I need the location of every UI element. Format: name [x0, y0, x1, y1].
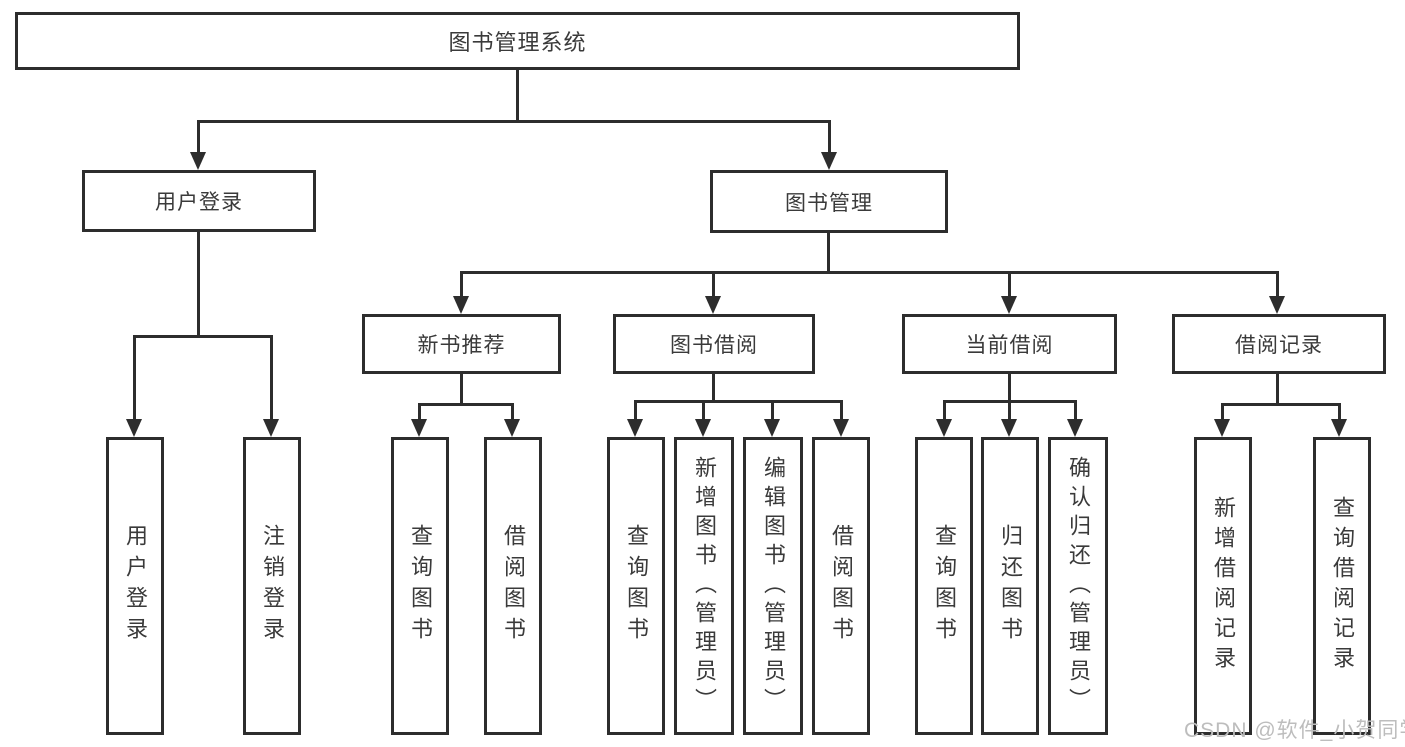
arrow-down-icon — [190, 152, 206, 170]
leaf-add-book-admin: 新增图书（管理员） — [674, 437, 734, 735]
node-current-borrow: 当前借阅 — [902, 314, 1117, 374]
node-user-login: 用户登录 — [82, 170, 316, 232]
connector-vline — [943, 400, 946, 421]
leaf-add-book-admin-label: 新增图书（管理员） — [692, 455, 717, 717]
arrow-down-icon — [833, 419, 849, 437]
connector-hline — [197, 120, 831, 123]
leaf-borrow-books-recommend-label: 借阅图书 — [501, 524, 526, 648]
connector-vline — [197, 232, 200, 337]
arrow-down-icon — [1269, 296, 1285, 314]
connector-vline — [460, 374, 463, 405]
connector-vline — [1008, 271, 1011, 298]
connector-vline — [460, 271, 463, 298]
arrow-down-icon — [1067, 419, 1083, 437]
leaf-query-books-recommend: 查询图书 — [391, 437, 449, 735]
connector-hline — [634, 400, 843, 403]
leaf-logout-label: 注销登录 — [260, 524, 285, 648]
arrow-down-icon — [126, 419, 142, 437]
connector-vline — [1221, 403, 1224, 421]
leaf-query-books-recommend-label: 查询图书 — [408, 524, 433, 648]
connector-vline — [712, 374, 715, 403]
leaf-query-books-borrow: 查询图书 — [607, 437, 665, 735]
node-book-borrow: 图书借阅 — [613, 314, 815, 374]
arrow-down-icon — [764, 419, 780, 437]
leaf-borrow-books: 借阅图书 — [812, 437, 870, 735]
connector-hline — [418, 403, 514, 406]
arrow-down-icon — [695, 419, 711, 437]
leaf-add-borrow-record: 新增借阅记录 — [1194, 437, 1252, 735]
connector-vline — [516, 70, 519, 122]
leaf-edit-book-admin-label: 编辑图书（管理员） — [761, 455, 786, 717]
leaf-borrow-books-label: 借阅图书 — [829, 524, 854, 648]
connector-vline — [511, 403, 514, 421]
connector-vline — [133, 335, 136, 421]
leaf-add-borrow-record-label: 新增借阅记录 — [1211, 496, 1236, 676]
connector-vline — [1008, 400, 1011, 421]
leaf-user-login: 用户登录 — [106, 437, 164, 735]
arrow-down-icon — [411, 419, 427, 437]
leaf-query-borrow-record-label: 查询借阅记录 — [1330, 496, 1355, 676]
leaf-borrow-books-recommend: 借阅图书 — [484, 437, 542, 735]
connector-vline — [1074, 400, 1077, 421]
connector-vline — [702, 400, 705, 421]
connector-vline — [270, 335, 273, 421]
connector-vline — [1338, 403, 1341, 421]
leaf-query-books-current-label: 查询图书 — [932, 524, 957, 648]
arrow-down-icon — [936, 419, 952, 437]
node-user-login-label: 用户登录 — [155, 191, 243, 214]
connector-vline — [634, 400, 637, 421]
watermark: CSDN @软件_小贺同学 — [1184, 719, 1405, 742]
node-current-borrow-label: 当前借阅 — [965, 334, 1054, 357]
leaf-confirm-return-admin: 确认归还（管理员） — [1048, 437, 1108, 735]
node-book-management: 图书管理 — [710, 170, 948, 233]
leaf-query-borrow-record: 查询借阅记录 — [1313, 437, 1371, 735]
leaf-return-books-label: 归还图书 — [998, 524, 1023, 648]
node-library-system: 图书管理系统 — [15, 12, 1020, 70]
connector-vline — [840, 400, 843, 421]
connector-vline — [827, 233, 830, 273]
connector-vline — [1276, 374, 1279, 405]
node-new-book-recommend: 新书推荐 — [362, 314, 561, 374]
connector-vline — [712, 271, 715, 298]
arrow-down-icon — [1331, 419, 1347, 437]
arrow-down-icon — [705, 296, 721, 314]
leaf-query-books-borrow-label: 查询图书 — [624, 524, 649, 648]
node-new-book-recommend-label: 新书推荐 — [417, 334, 506, 357]
node-book-borrow-label: 图书借阅 — [670, 334, 758, 357]
leaf-edit-book-admin: 编辑图书（管理员） — [743, 437, 803, 735]
connector-hline — [460, 271, 1279, 274]
connector-vline — [1008, 374, 1011, 403]
leaf-user-login-label: 用户登录 — [123, 524, 148, 648]
leaf-confirm-return-admin-label: 确认归还（管理员） — [1066, 455, 1091, 717]
arrow-down-icon — [453, 296, 469, 314]
leaf-logout: 注销登录 — [243, 437, 301, 735]
arrow-down-icon — [263, 419, 279, 437]
arrow-down-icon — [1214, 419, 1230, 437]
connector-vline — [1276, 271, 1279, 298]
node-library-system-label: 图书管理系统 — [448, 30, 587, 55]
arrow-down-icon — [821, 152, 837, 170]
connector-hline — [133, 335, 273, 338]
node-book-management-label: 图书管理 — [785, 191, 873, 215]
arrow-down-icon — [1001, 419, 1017, 437]
arrow-down-icon — [627, 419, 643, 437]
connector-vline — [197, 120, 200, 154]
leaf-query-books-current: 查询图书 — [915, 437, 973, 735]
node-borrow-records: 借阅记录 — [1172, 314, 1386, 374]
connector-vline — [418, 403, 421, 421]
connector-vline — [828, 120, 831, 154]
node-borrow-records-label: 借阅记录 — [1235, 334, 1323, 357]
connector-hline — [1221, 403, 1341, 406]
arrow-down-icon — [504, 419, 520, 437]
connector-vline — [771, 400, 774, 421]
arrow-down-icon — [1001, 296, 1017, 314]
leaf-return-books: 归还图书 — [981, 437, 1039, 735]
